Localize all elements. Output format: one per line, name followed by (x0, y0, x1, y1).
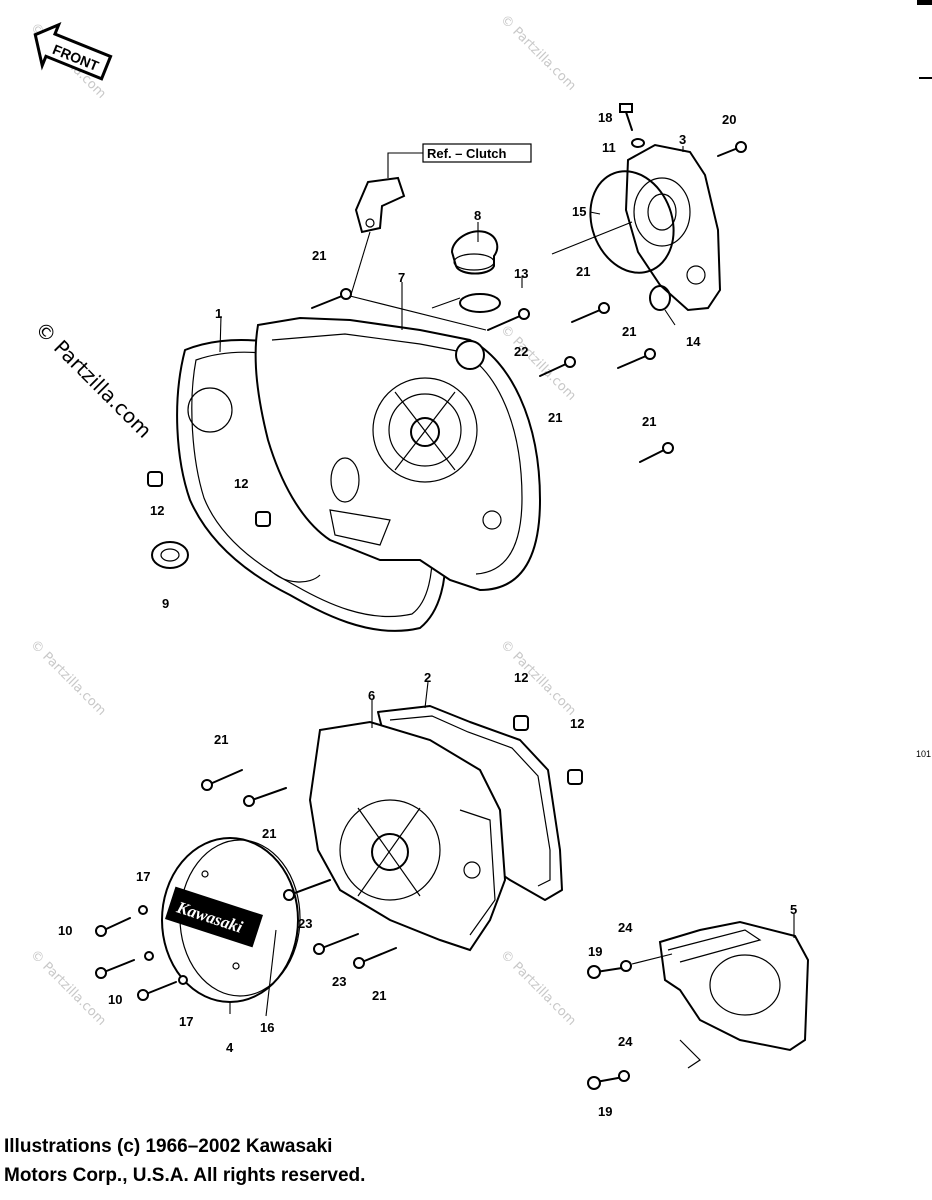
part-7-crankcase-cover (254, 316, 542, 592)
lower-right-screws (587, 953, 673, 1090)
part-label: 23 (332, 974, 346, 989)
part-label: 21 (576, 264, 590, 279)
part-12-dowel-pin (513, 715, 529, 731)
lower-bolts (95, 769, 397, 1001)
corner-mark (919, 77, 932, 79)
part-label: 4 (226, 1040, 234, 1055)
part-9-oil-seal (151, 541, 189, 569)
part-24-washer (620, 960, 632, 972)
copyright-line-2: Motors Corp., U.S.A. All rights reserved… (4, 1165, 366, 1186)
part-label: 9 (162, 596, 169, 611)
part-13-o-ring (459, 293, 501, 313)
upper-bolts (311, 221, 674, 463)
part-label: 8 (474, 208, 481, 223)
part-label: 6 (368, 688, 375, 703)
part-label: 7 (398, 270, 405, 285)
part-8-oil-cap (450, 230, 499, 275)
part-label: 10 (108, 992, 122, 1007)
part-4-kawasaki-cover: Kawasaki (161, 837, 301, 1003)
part-14-o-ring (649, 285, 671, 311)
part-24-washer (618, 1070, 630, 1082)
part-label: 21 (312, 248, 326, 263)
page-number: 101 (916, 749, 932, 759)
watermark-text: © Partzilla.com (497, 637, 579, 719)
leader-lines (219, 146, 795, 1017)
part-label: 21 (622, 324, 636, 339)
watermark-text: © Partzilla.com (27, 947, 109, 1029)
part-label: 1 (215, 306, 222, 321)
copyright-notice: Illustrations (c) 1966–2002 Kawasaki Mot… (4, 1132, 365, 1190)
reference-clutch-box: Ref. – Clutch (387, 143, 532, 178)
part-label: 20 (722, 112, 736, 127)
part-17-washer (138, 905, 148, 915)
part-label: 12 (514, 670, 528, 685)
part-label: 24 (618, 1034, 633, 1049)
copyright-line-1: Illustrations (c) 1966–2002 Kawasaki (4, 1136, 333, 1157)
part-label: 23 (298, 916, 312, 931)
part-12-dowel-pin (567, 769, 583, 785)
part-17-washer (178, 975, 188, 985)
part-label: 12 (150, 503, 164, 518)
part-label: 18 (598, 110, 612, 125)
part-12-dowel-pin (255, 511, 271, 527)
part-label: 21 (642, 414, 656, 429)
part-label: 22 (514, 344, 528, 359)
part-label: 21 (548, 410, 562, 425)
part-label: 13 (514, 266, 528, 281)
corner-mark (917, 0, 932, 5)
part-label: 21 (262, 826, 276, 841)
part-11-washer (631, 138, 645, 148)
part-label: 10 (58, 923, 72, 938)
watermark-text-large: © Partzilla.com (30, 317, 156, 443)
part-labels: 1 2 3 4 5 6 7 8 9 10 10 11 12 12 12 12 1… (58, 110, 797, 1119)
upper-small-parts (147, 471, 271, 569)
part-label: 12 (570, 716, 584, 731)
reference-text: Ref. – Clutch (427, 146, 507, 161)
clutch-lever-part (349, 176, 406, 299)
watermark-text: © Partzilla.com (27, 637, 109, 719)
part-label: 12 (234, 476, 248, 491)
part-20-bolt (717, 141, 747, 157)
part-12-dowel-pin (147, 471, 163, 487)
part-label: 21 (372, 988, 386, 1003)
part-label: 24 (618, 920, 633, 935)
watermark-text: © Partzilla.com (497, 12, 579, 94)
part-label: 19 (588, 944, 602, 959)
part-15-o-ring (589, 170, 675, 274)
part-label: 16 (260, 1020, 274, 1035)
part-18-screw (619, 103, 633, 131)
part-label: 17 (179, 1014, 193, 1029)
part-5-sprocket-guard (658, 920, 810, 1069)
washer (144, 951, 154, 961)
part-label: 21 (214, 732, 228, 747)
part-label: 5 (790, 902, 797, 917)
part-label: 14 (686, 334, 701, 349)
part-label: 17 (136, 869, 150, 884)
part-label: 11 (602, 140, 616, 155)
part-label: 15 (572, 204, 586, 219)
part-label: 3 (679, 132, 686, 147)
part-6-generator-cover (308, 720, 507, 952)
watermark-text: © Partzilla.com (497, 947, 579, 1029)
part-label: 19 (598, 1104, 612, 1119)
part-label: 2 (424, 670, 431, 685)
